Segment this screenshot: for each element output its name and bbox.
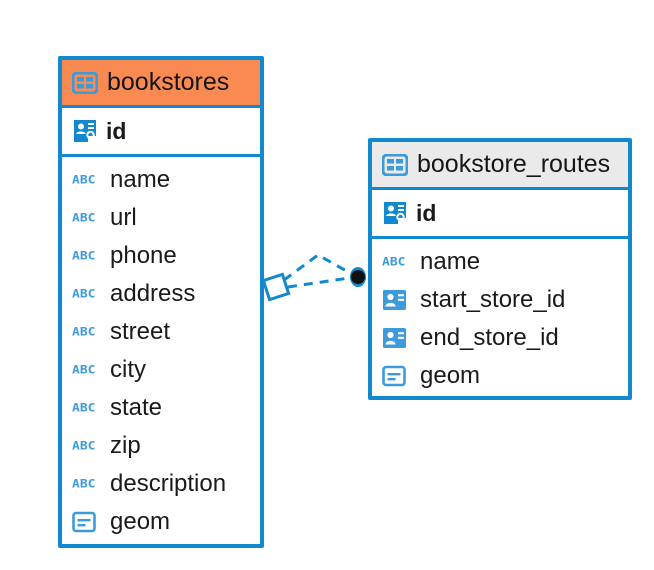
entity-title: bookstores	[107, 68, 230, 96]
primary-key-icon	[72, 118, 98, 144]
field-row-end-store-id[interactable]: end_store_id	[372, 319, 628, 357]
field-row-city[interactable]: ABC city	[62, 351, 260, 389]
field-row-phone[interactable]: ABC phone	[62, 237, 260, 275]
field-row-geom[interactable]: geom	[62, 503, 260, 541]
entity-table-bookstore-routes[interactable]: bookstore_routes id	[368, 138, 632, 400]
table-icon	[382, 153, 408, 176]
table-icon	[72, 71, 98, 94]
field-row-street[interactable]: ABC street	[62, 313, 260, 351]
entity-header-bookstores[interactable]: bookstores	[62, 60, 260, 108]
abc-string-icon: ABC	[72, 477, 96, 491]
field-row-name[interactable]: ABC name	[62, 161, 260, 199]
entity-header-bookstore-routes[interactable]: bookstore_routes	[372, 142, 628, 190]
abc-string-icon: ABC	[72, 173, 96, 187]
field-label: start_store_id	[420, 286, 566, 313]
field-row-id[interactable]: id	[62, 108, 260, 154]
abc-string-icon: ABC	[72, 211, 96, 225]
field-row-state[interactable]: ABC state	[62, 389, 260, 427]
primary-key-icon	[382, 200, 408, 226]
field-label: zip	[110, 432, 141, 459]
primary-key-group: id	[372, 190, 628, 239]
field-label: geom	[110, 508, 171, 535]
field-label: end_store_id	[420, 324, 559, 351]
field-label: name	[110, 166, 171, 193]
relationship-target-circle	[350, 267, 366, 287]
field-label: address	[110, 280, 196, 307]
field-label: city	[110, 356, 146, 383]
field-row-zip[interactable]: ABC zip	[62, 427, 260, 465]
field-row-address[interactable]: ABC address	[62, 275, 260, 313]
entity-table-bookstores[interactable]: bookstores id	[58, 56, 264, 548]
relationship-line-straight	[287, 276, 350, 289]
abc-string-icon: ABC	[72, 287, 96, 301]
foreign-key-icon	[382, 327, 412, 349]
field-label: street	[110, 318, 171, 345]
field-label: id	[106, 117, 127, 144]
relationship-source-diamond	[261, 272, 291, 302]
relationship-line-arc	[283, 253, 353, 282]
field-label: description	[110, 470, 227, 497]
geometry-icon	[382, 364, 412, 388]
field-label: phone	[110, 242, 177, 269]
abc-string-icon: ABC	[72, 249, 96, 263]
fields-group: ABC name start_store_id	[372, 239, 628, 401]
field-label: url	[110, 204, 137, 231]
field-label: state	[110, 394, 163, 421]
abc-string-icon: ABC	[72, 439, 96, 453]
primary-key-group: id	[62, 108, 260, 157]
field-row-geom[interactable]: geom	[372, 357, 628, 395]
foreign-key-icon	[382, 289, 412, 311]
field-row-start-store-id[interactable]: start_store_id	[372, 281, 628, 319]
field-row-id[interactable]: id	[372, 190, 628, 236]
field-label: geom	[420, 362, 481, 389]
entity-title: bookstore_routes	[417, 150, 611, 178]
field-row-description[interactable]: ABC description	[62, 465, 260, 503]
field-row-url[interactable]: ABC url	[62, 199, 260, 237]
geometry-icon	[72, 510, 102, 534]
field-row-name[interactable]: ABC name	[372, 243, 628, 281]
abc-string-icon: ABC	[382, 255, 406, 269]
field-label: name	[420, 248, 481, 275]
abc-string-icon: ABC	[72, 401, 96, 415]
abc-string-icon: ABC	[72, 325, 96, 339]
abc-string-icon: ABC	[72, 363, 96, 377]
field-label: id	[416, 199, 437, 226]
fields-group: ABC name ABC url ABC phone ABC address A…	[62, 157, 260, 547]
